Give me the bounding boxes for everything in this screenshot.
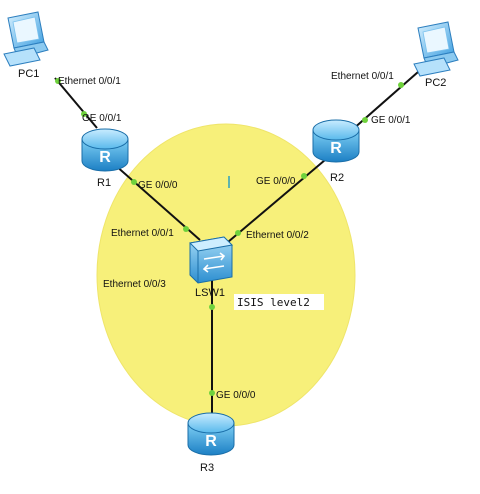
port-dot-r2-ge000 (301, 173, 307, 179)
router-r3[interactable]: R (187, 412, 235, 456)
r2-name: R2 (330, 172, 344, 184)
port-label-lsw-eth001: Ethernet 0/0/1 (111, 228, 174, 239)
router-icon: R (187, 412, 235, 456)
pc-icon (413, 21, 459, 77)
port-dot-lsw-eth001 (183, 226, 189, 232)
port-label-pc2-eth: Ethernet 0/0/1 (331, 71, 394, 82)
port-label-r2-ge000: GE 0/0/0 (256, 176, 296, 187)
svg-text:R: R (330, 140, 342, 157)
router-icon: R (312, 119, 360, 163)
port-dot-lsw-eth002 (235, 230, 241, 236)
port-dot-pc2 (398, 82, 404, 88)
switch-icon (188, 236, 234, 284)
pc2-name: PC2 (425, 77, 446, 89)
port-dot-r3-ge000 (209, 390, 215, 396)
r3-name: R3 (200, 462, 214, 474)
port-dot-r1-ge001 (81, 111, 87, 117)
svg-text:R: R (205, 433, 217, 450)
port-dot-lsw-down (209, 304, 215, 310)
isis-annotation: ISIS level2 (237, 296, 310, 309)
svg-text:R: R (99, 149, 111, 166)
port-label-r2-ge001: GE 0/0/1 (371, 115, 411, 126)
pc1-name: PC1 (18, 68, 39, 80)
router-r2[interactable]: R (312, 119, 360, 163)
link-pc1-r1 (54, 77, 98, 129)
link-r2-lsw1 (227, 159, 326, 243)
port-dots (55, 78, 404, 396)
pc-icon (3, 11, 49, 67)
lsw1-name: LSW1 (195, 287, 225, 299)
port-label-lsw-eth003: Ethernet 0/0/3 (103, 279, 166, 290)
port-dot-r2-ge001 (362, 117, 368, 123)
port-label-r3-ge000: GE 0/0/0 (216, 390, 256, 401)
port-dot-pc1 (55, 78, 61, 84)
router-r1[interactable]: R (81, 128, 129, 172)
port-label-pc1-eth: Ethernet 0/0/1 (58, 76, 121, 87)
pc1[interactable] (3, 11, 49, 67)
pc2[interactable] (413, 21, 459, 77)
switch-lsw1[interactable] (188, 236, 234, 284)
port-label-lsw-eth002: Ethernet 0/0/2 (246, 230, 309, 241)
port-label-r1-ge000: GE 0/0/0 (138, 180, 178, 191)
router-icon: R (81, 128, 129, 172)
isis-annotation-box (234, 294, 324, 310)
port-dot-r1-ge000 (131, 179, 137, 185)
r1-name: R1 (97, 177, 111, 189)
port-label-r1-ge001: GE 0/0/1 (82, 113, 122, 124)
